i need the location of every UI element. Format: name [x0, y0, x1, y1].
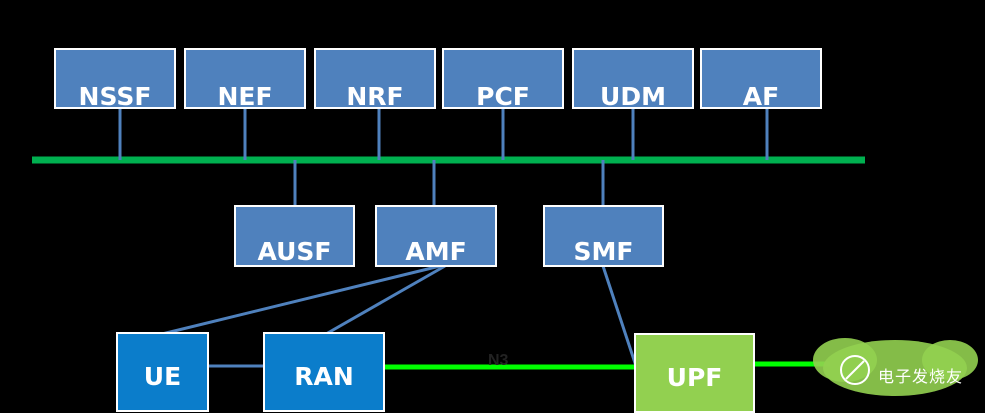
- ausf-label: AUSF: [257, 237, 332, 266]
- nef-label: NEF: [217, 82, 273, 109]
- elecfans-cloud-logo-icon: [813, 338, 978, 396]
- smf-label: SMF: [573, 237, 634, 266]
- upf-box: UPF: [634, 333, 755, 413]
- af-box: AF: [700, 48, 822, 109]
- ran-label: RAN: [294, 362, 354, 391]
- amf-label: AMF: [405, 237, 467, 266]
- ue-label: UE: [143, 362, 182, 391]
- udm-box: UDM: [572, 48, 694, 109]
- ausf-box: AUSF: [234, 205, 355, 267]
- nrf-label: NRF: [346, 82, 404, 109]
- nssf-label: NSSF: [78, 82, 152, 109]
- pcf-label: PCF: [476, 82, 530, 109]
- amf-box: AMF: [375, 205, 497, 267]
- ran-box: RAN: [263, 332, 385, 412]
- pcf-box: PCF: [442, 48, 564, 109]
- ue-box: UE: [116, 332, 209, 412]
- amf-ue-link: [161, 264, 441, 336]
- upf-label: UPF: [666, 363, 723, 392]
- nssf-box: NSSF: [54, 48, 176, 109]
- smf-box: SMF: [543, 205, 664, 267]
- amf-ran-link: [325, 264, 446, 336]
- watermark-text: 电子发烧友: [878, 367, 964, 386]
- udm-label: UDM: [600, 82, 666, 109]
- nef-box: NEF: [184, 48, 306, 109]
- smf-upf-link: [601, 265, 638, 367]
- af-label: AF: [742, 82, 780, 109]
- nrf-box: NRF: [314, 48, 436, 109]
- n3-interface-label: N3: [488, 352, 509, 369]
